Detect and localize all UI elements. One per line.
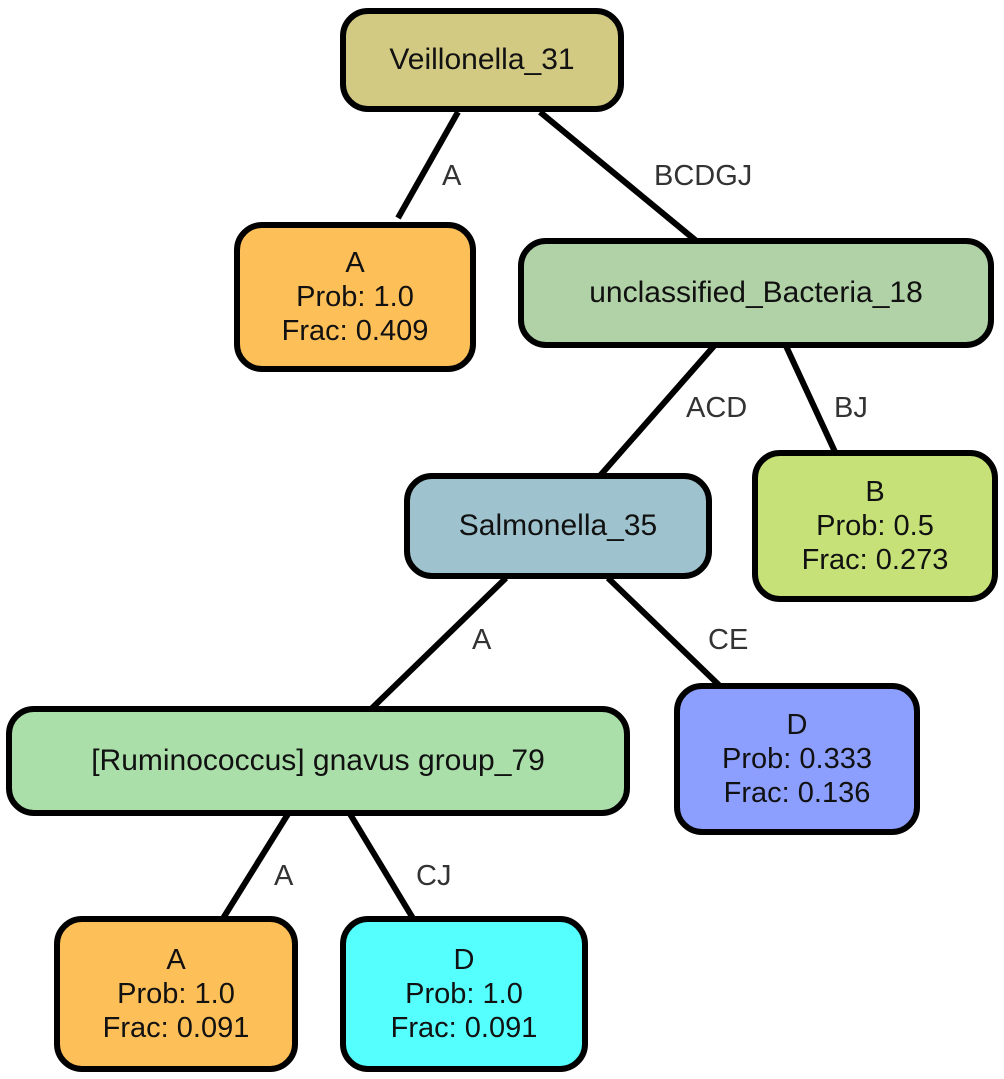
leaf-class: B	[865, 475, 885, 508]
edge-label-root-a1: A	[442, 160, 462, 192]
leaf-node-b: B Prob: 0.5 Frac: 0.273	[752, 450, 998, 602]
leaf-class: D	[786, 708, 808, 741]
edge-label-ruminococcus-a2: A	[274, 860, 294, 892]
leaf-class: A	[166, 943, 186, 976]
leaf-frac: Frac: 0.409	[281, 315, 429, 348]
edge-salmonella-to-leaf-d1	[605, 575, 725, 691]
leaf-frac: Frac: 0.091	[102, 1012, 250, 1045]
edge-label-unclassified-b: BJ	[834, 392, 868, 424]
edge-label-salmonella-d1: CE	[708, 624, 749, 656]
node-name: Salmonella_35	[458, 509, 658, 542]
edge-label-ruminococcus-d2: CJ	[416, 860, 452, 892]
edge-salmonella-to-ruminococcus	[365, 575, 509, 715]
leaf-prob: Prob: 0.5	[816, 509, 934, 542]
leaf-node-a2: A Prob: 1.0 Frac: 0.091	[54, 916, 298, 1072]
leaf-node-a1: A Prob: 1.0 Frac: 0.409	[234, 222, 476, 372]
leaf-prob: Prob: 1.0	[405, 977, 523, 1010]
leaf-frac: Frac: 0.273	[801, 544, 949, 577]
leaf-prob: Prob: 1.0	[296, 280, 414, 313]
edge-ruminococcus-to-leaf-d2	[347, 812, 417, 922]
edge-unclassified-to-salmonella	[595, 344, 717, 480]
node-name: Veillonella_31	[389, 43, 575, 76]
node-ruminococcus: [Ruminococcus] gnavus group_79	[6, 706, 630, 816]
leaf-prob: Prob: 0.333	[722, 742, 872, 775]
leaf-class: D	[453, 943, 475, 976]
node-salmonella: Salmonella_35	[404, 473, 712, 579]
leaf-node-d2: D Prob: 1.0 Frac: 0.091	[340, 916, 588, 1072]
edge-root-to-leaf-a1	[395, 110, 461, 220]
leaf-node-d1: D Prob: 0.333 Frac: 0.136	[674, 683, 920, 835]
edge-unclassified-to-leaf-b	[783, 344, 839, 456]
node-name: unclassified_Bacteria_18	[589, 276, 923, 309]
edge-label-unclassified-salmonella: ACD	[686, 392, 748, 424]
edge-root-to-unclassified	[538, 109, 702, 247]
node-name: [Ruminococcus] gnavus group_79	[91, 744, 545, 777]
leaf-frac: Frac: 0.136	[723, 777, 871, 810]
leaf-prob: Prob: 1.0	[117, 977, 235, 1010]
edge-label-root-unclassified: BCDGJ	[654, 160, 753, 192]
leaf-frac: Frac: 0.091	[390, 1012, 538, 1045]
edge-ruminococcus-to-leaf-a2	[219, 812, 291, 922]
edge-label-salmonella-ruminococcus: A	[472, 624, 492, 656]
node-unclassified-bacteria: unclassified_Bacteria_18	[518, 238, 994, 348]
leaf-class: A	[345, 246, 365, 279]
node-veillonella: Veillonella_31	[340, 8, 624, 112]
